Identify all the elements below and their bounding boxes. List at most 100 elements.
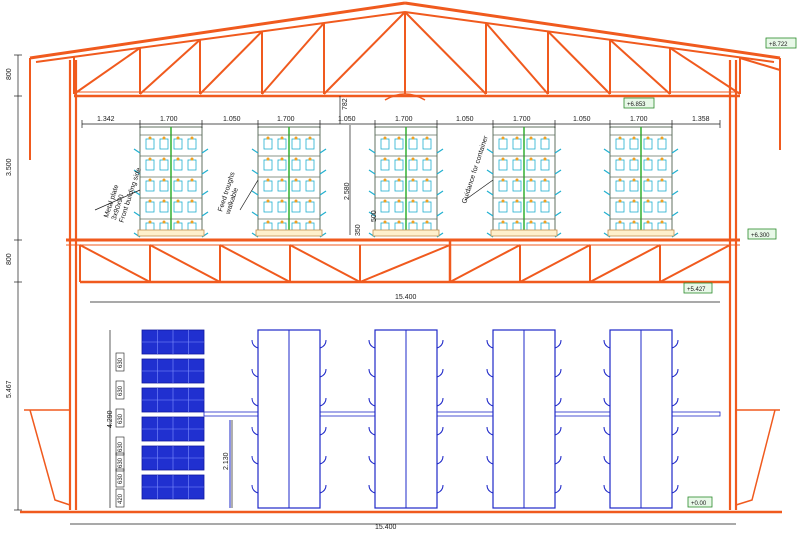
nipple-drinker	[501, 220, 505, 224]
cage-compartment	[615, 159, 625, 171]
lower-height-1: 2.130	[223, 452, 230, 470]
columns	[20, 60, 782, 514]
nipple-drinker	[515, 136, 519, 140]
nipple-drinker	[176, 220, 180, 224]
roof-diagonal	[547, 30, 611, 95]
cage-compartment	[512, 159, 522, 171]
nipple-drinker	[411, 157, 415, 161]
nipple-drinker	[266, 220, 270, 224]
feed-trough-left	[133, 211, 141, 217]
cage-compartment	[394, 138, 404, 150]
nipple-drinker	[383, 157, 387, 161]
nipple-drinker	[515, 199, 519, 203]
cage-compartment	[629, 201, 639, 213]
nipple-drinker	[543, 199, 547, 203]
feed-trough-right	[319, 190, 327, 196]
lower-feeder-right	[554, 484, 562, 494]
cage-compartment	[629, 138, 639, 150]
feed-trough-left	[368, 190, 376, 196]
lower-cage-block	[486, 329, 562, 509]
roof-diagonal	[261, 22, 325, 95]
lower-feeder-left	[251, 426, 259, 436]
upper-cage-block	[486, 126, 562, 238]
cage-compartment	[145, 180, 155, 192]
nipple-drinker	[148, 199, 152, 203]
note-guidance: Guidance for container	[461, 134, 490, 204]
level-marker-3: +5.427	[683, 282, 713, 294]
upper-cage-block	[133, 126, 209, 238]
nipple-drinker	[148, 220, 152, 224]
nipple-drinker	[308, 157, 312, 161]
nipple-drinker	[660, 157, 664, 161]
cage-compartment	[277, 159, 287, 171]
lower-cage-rows	[141, 329, 721, 509]
svg-text:Guidance for container: Guidance for container	[461, 134, 490, 204]
cage-compartment	[305, 159, 315, 171]
tier-mark-6: 420	[118, 493, 124, 504]
cage-compartment	[526, 180, 536, 192]
lower-feeder-right	[319, 339, 327, 349]
feed-trough-left	[603, 169, 611, 175]
mezz-diagonal	[589, 244, 661, 283]
tier-mark-0: 630	[118, 357, 124, 368]
lower-feeder-right	[554, 339, 562, 349]
lower-feeder-right	[671, 455, 679, 465]
svg-text:+0.00: +0.00	[691, 501, 707, 507]
leader-feed-troughs	[239, 179, 259, 211]
lower-cage-block	[251, 329, 327, 509]
right-eave-bracket	[739, 57, 781, 71]
nipple-drinker	[646, 157, 650, 161]
cage-base-dim-0: 350	[355, 224, 362, 236]
lower-feeder-left	[251, 368, 259, 378]
cage-compartment	[526, 138, 536, 150]
lower-cage-block	[603, 329, 679, 509]
nipple-drinker	[529, 157, 533, 161]
nipple-drinker	[632, 157, 636, 161]
cage-base	[607, 229, 675, 237]
nipple-drinker	[411, 220, 415, 224]
cage-compartment	[305, 180, 315, 192]
apex-dim: 782	[342, 98, 349, 110]
nipple-drinker	[148, 136, 152, 140]
lower-feeder-right	[436, 426, 444, 436]
nipple-drinker	[425, 199, 429, 203]
level-marker-1: +6.853	[623, 97, 655, 109]
cage-compartment	[643, 201, 653, 213]
nipple-drinker	[632, 220, 636, 224]
mezz-diagonal	[449, 244, 521, 283]
top-dim-7: 1.700	[513, 116, 531, 123]
nipple-drinker	[266, 136, 270, 140]
nipple-drinker	[501, 136, 505, 140]
nipple-drinker	[266, 157, 270, 161]
cage-compartment	[380, 180, 390, 192]
feed-trough-right	[319, 148, 327, 154]
lower-feeder-right	[671, 484, 679, 494]
cage-compartment	[408, 180, 418, 192]
lower-feeder-left	[486, 484, 494, 494]
cage-compartment	[394, 201, 404, 213]
feed-trough-right	[319, 169, 327, 175]
lower-feeder-left	[486, 426, 494, 436]
mezz-diagonal	[519, 244, 591, 283]
nipple-drinker	[190, 136, 194, 140]
nipple-drinker	[176, 157, 180, 161]
feed-trough-right	[671, 190, 679, 196]
cage-compartment	[277, 180, 287, 192]
tier-mark-5: 630	[118, 473, 124, 484]
roof-top-chord-inner-left	[35, 11, 406, 63]
nipple-drinker	[501, 178, 505, 182]
nipple-drinker	[618, 157, 622, 161]
lower-feeder-right	[554, 368, 562, 378]
nipple-drinker	[280, 199, 284, 203]
nipple-drinker	[543, 220, 547, 224]
nipple-drinker	[618, 199, 622, 203]
roof-diagonal	[199, 30, 263, 95]
lower-filled-stack	[141, 329, 205, 500]
upper-cage-block	[603, 126, 679, 238]
level-marker-2: +6.300	[747, 228, 777, 240]
cage-compartment	[263, 201, 273, 213]
lower-feeder-right	[671, 339, 679, 349]
top-dim-6: 1.050	[456, 116, 474, 123]
tier-mark-1: 630	[118, 385, 124, 396]
cage-compartment	[380, 138, 390, 150]
